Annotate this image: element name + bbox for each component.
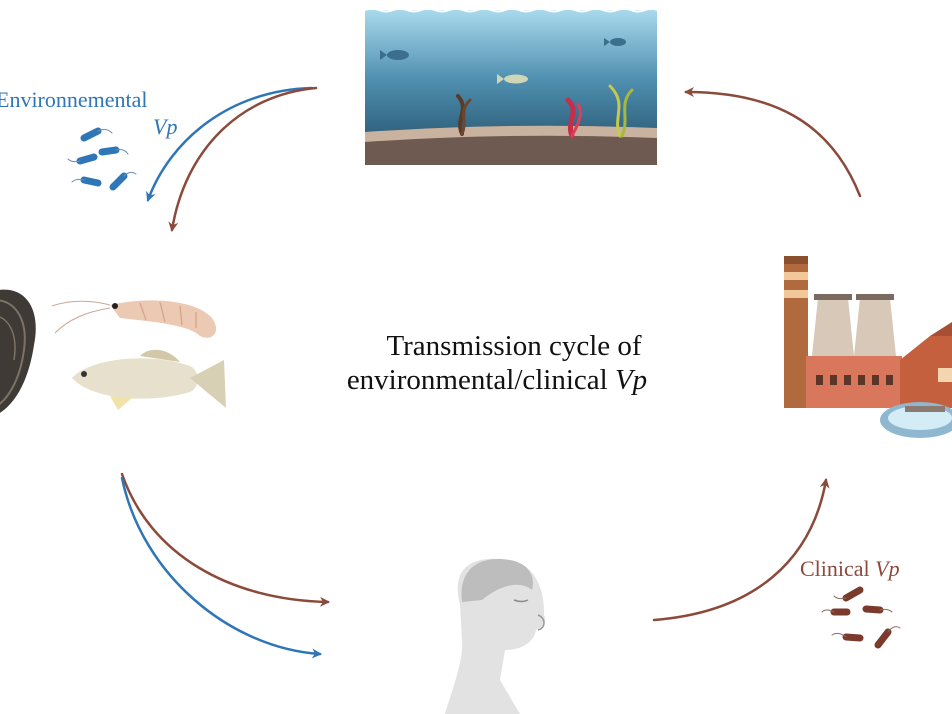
shrimp-icon [51,300,217,338]
clinical-label-word: Clinical [800,556,875,581]
arrow-human-to-factory-brown [652,478,830,622]
sea-fish-icon [380,50,409,60]
arrow-ocean-to-seafood-brown [168,86,318,232]
mussel-icon [0,289,36,413]
center-title-line1: Transmission cycle of [386,330,641,362]
factory-icon [784,256,952,438]
environmental-label: Environnemental [0,87,148,112]
arrow-seafood-to-human-blue [120,476,322,659]
bacteria-env-icon [67,127,137,191]
environmental-vp-label: Vp [153,114,177,139]
center-title-line2: environmental/clinical Vp [347,364,647,396]
sea-fish-icon [604,38,626,46]
bacteria-clinical-icon [821,586,901,649]
clinical-vp-label: Vp [875,556,899,581]
arrow-ocean-to-seafood-blue [146,86,314,202]
sea-fish-icon [497,74,528,84]
arrow-seafood-to-human-brown [120,472,330,607]
human-head-icon [445,558,546,714]
seaweed-icon [456,84,634,139]
cycle-arrows [120,86,862,659]
arrow-factory-to-ocean-brown [684,87,862,198]
center-title-line2-text: environmental/clinical [347,364,615,396]
clinical-label: Clinical Vp [800,556,900,581]
fish-icon [72,349,226,410]
center-title-vp: Vp [615,364,647,396]
ocean-scene [364,7,658,165]
